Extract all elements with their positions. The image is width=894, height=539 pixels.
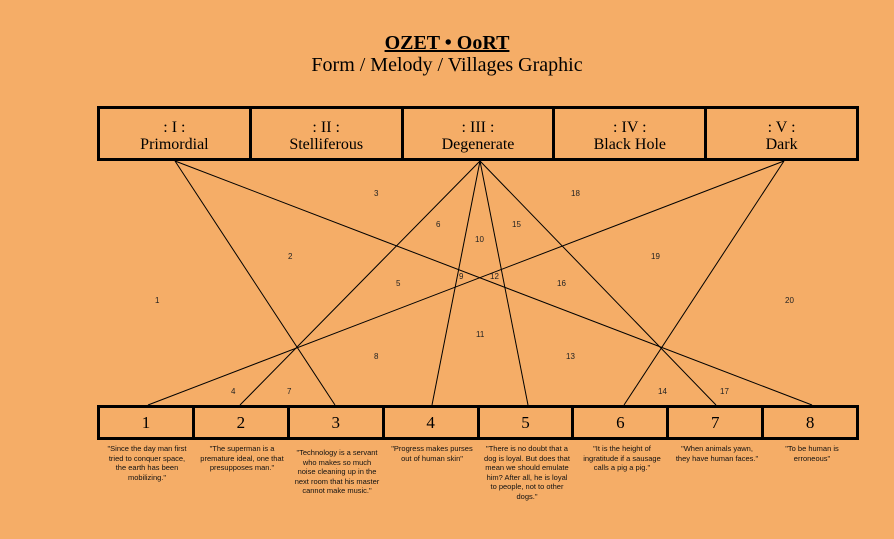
region-label: 19 bbox=[651, 252, 660, 261]
village-3: 3 bbox=[290, 408, 385, 437]
line-form3-village4 bbox=[431, 160, 481, 406]
form-numeral: : I : bbox=[163, 119, 186, 136]
quote-village-7: "When animals yawn, they have human face… bbox=[675, 444, 759, 463]
line-form1-village3 bbox=[174, 160, 336, 406]
form-black-hole: : IV : Black Hole bbox=[555, 109, 708, 158]
line-form3-village7 bbox=[479, 160, 717, 406]
region-label: 3 bbox=[374, 189, 379, 198]
region-label: 13 bbox=[566, 352, 575, 361]
region-label: 14 bbox=[658, 387, 667, 396]
village-4: 4 bbox=[385, 408, 480, 437]
quote-village-6: "It is the height of ingratitude if a sa… bbox=[583, 444, 661, 472]
region-label: 18 bbox=[571, 189, 580, 198]
village-bar: 1 2 3 4 5 6 7 8 bbox=[97, 405, 859, 440]
region-label: 9 bbox=[459, 272, 464, 281]
village-8: 8 bbox=[805, 413, 815, 432]
village-5: 5 bbox=[480, 408, 575, 437]
region-label: 15 bbox=[512, 220, 521, 229]
form-degenerate: : III : Degenerate bbox=[404, 109, 556, 158]
quote-village-4: "Progress makes purses out of human skin… bbox=[391, 444, 473, 463]
form-dark: : V : Dark bbox=[707, 109, 856, 158]
village-2: 2 bbox=[195, 408, 290, 437]
quote-village-8: "To be human is erroneous" bbox=[785, 444, 839, 463]
quote-village-5: "There is no doubt that a dog is loyal. … bbox=[484, 444, 570, 501]
diagram-title: OZET • OoRT bbox=[384, 32, 510, 54]
region-label: 17 bbox=[720, 387, 729, 396]
form-name: Primordial bbox=[140, 136, 209, 153]
form-primordial: : I : Primordial bbox=[100, 109, 252, 158]
form-numeral: : IV : bbox=[613, 119, 647, 136]
region-label: 11 bbox=[476, 330, 485, 339]
region-label: 12 bbox=[490, 272, 499, 281]
form-name: Degenerate bbox=[441, 136, 515, 153]
form-name: Black Hole bbox=[593, 136, 666, 153]
region-label: 1 bbox=[155, 296, 160, 305]
region-label: 20 bbox=[785, 296, 794, 305]
village-6: 6 bbox=[574, 408, 670, 437]
form-numeral: : II : bbox=[312, 119, 340, 136]
line-form1-village8 bbox=[174, 160, 813, 406]
form-stelliferous: : II : Stelliferous bbox=[252, 109, 404, 158]
region-label: 10 bbox=[475, 235, 484, 244]
region-label: 4 bbox=[231, 387, 236, 396]
form-bar: : I : Primordial : II : Stelliferous : I… bbox=[97, 106, 859, 161]
form-numeral: : III : bbox=[461, 119, 495, 136]
region-label: 6 bbox=[436, 220, 441, 229]
village-1: 1 bbox=[100, 408, 195, 437]
region-label: 5 bbox=[396, 279, 401, 288]
region-label: 7 bbox=[287, 387, 292, 396]
quote-village-2: "The superman is a premature ideal, one … bbox=[200, 444, 284, 472]
form-name: Stelliferous bbox=[289, 136, 364, 153]
line-form3-village2 bbox=[239, 160, 481, 406]
line-form5-village1 bbox=[147, 160, 785, 406]
quote-village-1: "Since the day man first tried to conque… bbox=[107, 444, 187, 482]
line-form5-village6 bbox=[623, 160, 785, 406]
region-label: 16 bbox=[557, 279, 566, 288]
form-numeral: : V : bbox=[767, 119, 796, 136]
village-7: 7 bbox=[669, 408, 765, 437]
line-form3-village5 bbox=[479, 160, 529, 406]
region-label: 2 bbox=[288, 252, 293, 261]
diagram-subtitle: Form / Melody / Villages Graphic bbox=[311, 54, 583, 76]
quote-village-3: "Technology is a servant who makes so mu… bbox=[294, 448, 380, 495]
region-label: 8 bbox=[374, 352, 379, 361]
form-name: Dark bbox=[765, 136, 798, 153]
